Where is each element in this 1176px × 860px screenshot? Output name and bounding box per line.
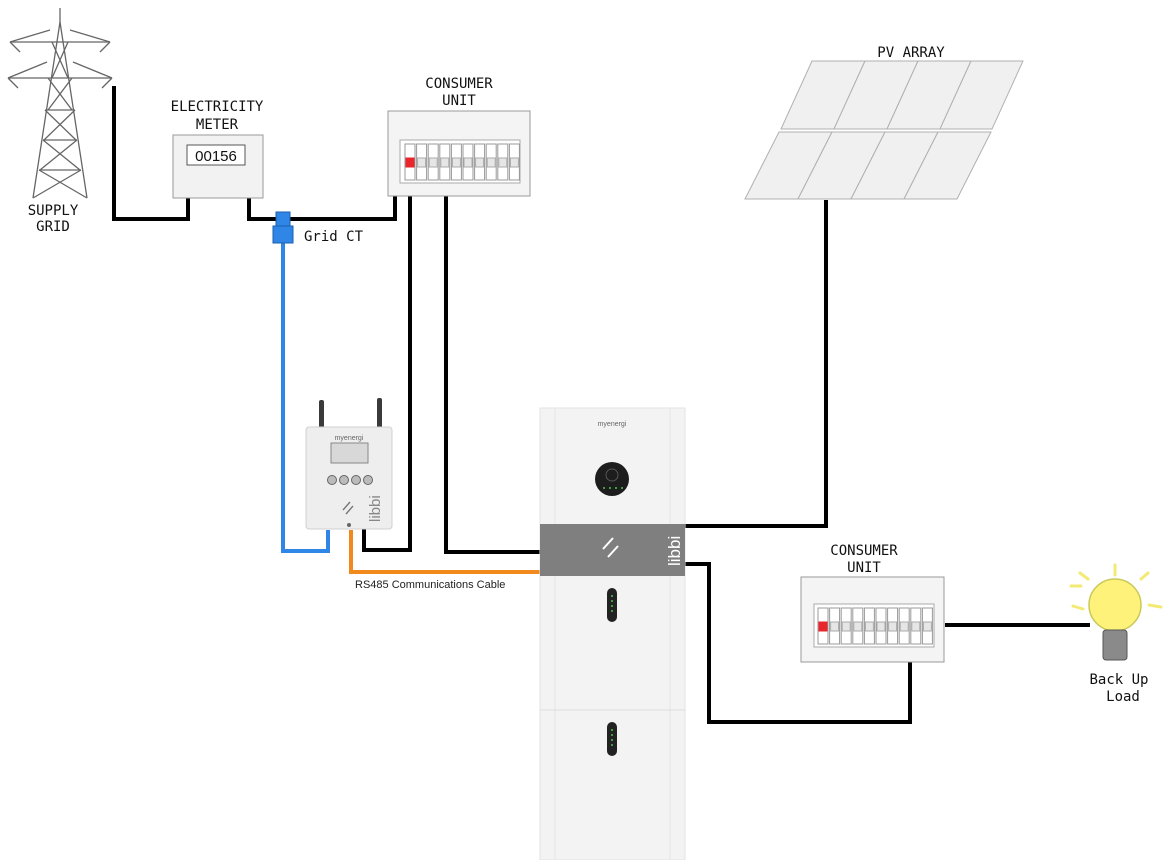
ct-clamp-icon — [272, 211, 294, 244]
breaker-switch-tripped — [818, 621, 828, 632]
inverter-display — [595, 462, 629, 496]
consumer-unit-2-label: CONSUMER — [830, 543, 898, 559]
breaker-row — [817, 607, 933, 645]
hub-logo — [342, 501, 354, 515]
breaker-switch — [876, 621, 886, 632]
consumer-unit-to-hub-wire — [362, 196, 412, 552]
solar-panel-icon — [744, 60, 1024, 200]
breaker-switch — [864, 621, 874, 632]
grid-ct-label: Grid CT — [304, 229, 364, 245]
breaker-switch — [509, 157, 519, 168]
grid-to-meter-wire — [112, 86, 190, 221]
breaker-switch — [899, 621, 909, 632]
meter-label-2: METER — [196, 117, 239, 133]
breaker-switch — [888, 621, 898, 632]
breaker-switch — [486, 157, 496, 168]
breaker-switch — [498, 157, 508, 168]
breaker-switch — [922, 621, 932, 632]
libbi-hub-icon: myenergi libbi — [305, 398, 393, 530]
breaker-switch — [463, 157, 473, 168]
breaker-switch — [451, 157, 461, 168]
consumer-unit-1-label-2: UNIT — [442, 93, 476, 109]
breaker-switch — [440, 157, 450, 168]
pv-array-label: PV ARRAY — [877, 45, 945, 61]
backup-load-label: Back Up — [1089, 672, 1148, 688]
inverter-band — [540, 524, 685, 576]
meter-reading: 00156 — [195, 148, 237, 165]
wiring — [112, 86, 1090, 724]
consumer-unit-to-inverter-wire — [444, 196, 540, 554]
inverter-to-backup-unit-wire — [685, 562, 912, 724]
battery-brand: myenergi — [598, 421, 627, 428]
rs485-label: RS485 Communications Cable — [355, 579, 505, 591]
backup-load-label-2: Load — [1106, 689, 1140, 705]
breaker-switch — [417, 157, 427, 168]
breaker-switch-tripped — [405, 157, 415, 168]
breaker-switch — [475, 157, 485, 168]
electricity-meter-icon: 00156 — [172, 134, 264, 199]
supply-grid-label-2: GRID — [36, 219, 70, 235]
consumer-unit-1-label: CONSUMER — [425, 76, 493, 92]
hub-brand: myenergi — [335, 435, 364, 442]
libbi-battery-icon: myenergi libbi — [539, 407, 686, 860]
breaker-switch — [830, 621, 840, 632]
consumer-unit-2-label-2: UNIT — [847, 560, 881, 576]
breaker-row — [404, 143, 520, 181]
libbi-logo — [602, 537, 619, 558]
consumer-unit-1 — [387, 110, 531, 197]
pylon-icon — [7, 8, 113, 199]
breaker-switch — [911, 621, 921, 632]
battery-product: libbi — [665, 536, 684, 566]
breaker-switch — [841, 621, 851, 632]
breaker-switch — [428, 157, 438, 168]
rs485-cable — [349, 530, 540, 574]
ct-to-hub-wire — [281, 243, 330, 553]
meter-label: ELECTRICITY — [171, 99, 264, 115]
hub-product: libbi — [367, 495, 384, 522]
light-bulb-icon — [1069, 563, 1163, 661]
consumer-unit-2 — [800, 576, 945, 663]
supply-grid-label: SUPPLY — [28, 203, 79, 219]
hub-buttons — [327, 475, 373, 485]
meter-to-consumer-unit-wire — [247, 196, 397, 221]
breaker-switch — [853, 621, 863, 632]
pv-to-inverter-wire — [685, 200, 828, 528]
